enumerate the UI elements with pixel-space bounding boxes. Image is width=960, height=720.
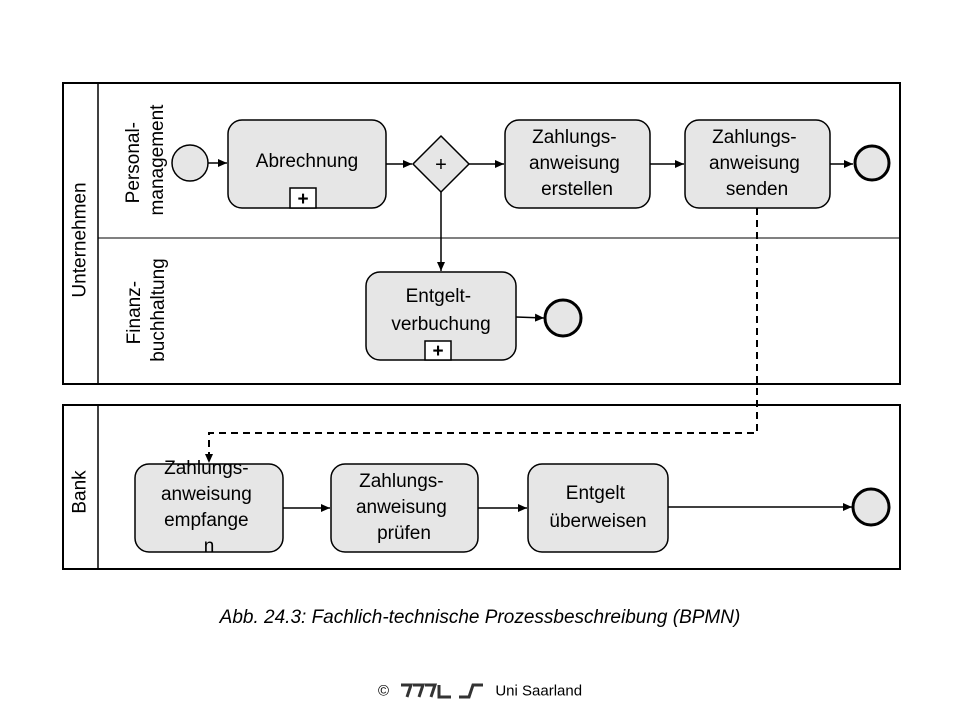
footer-org: Uni Saarland [495,682,583,700]
end-event-finance [543,298,583,338]
task-zahlungsanweisung-pruefen: Zahlungs- anweisung prüfen [330,463,479,553]
lane-label-finance-line1: Finanz- [124,281,145,344]
footer: © Uni Saarland [0,681,960,701]
iwi-logo-icon [401,683,484,699]
lane-label-personal: Personal- management [123,104,168,216]
task-empfangen-label: Zahlungs- anweisung empfange n [161,458,257,557]
task-entgeltverbuchung: Entgelt- verbuchung + [365,271,517,362]
copyright-symbol: © [377,682,389,700]
task-verbuchung-label: Entgelt- verbuchung [391,286,490,335]
end-event-bank [851,487,891,527]
task-zahlungsanweisung-empfangen: Zahlungs- anweisung empfange n [134,458,284,557]
subprocess-marker [289,187,317,209]
lane-label-personal-line2: management [147,104,168,216]
message-flow-senden-empfangen [205,208,758,463]
pool-label-unternehmen: Unternehmen [70,182,91,297]
task-senden-label: Zahlungs- anweisung senden [709,127,805,200]
lane-label-finance: Finanz- buchhaltung [124,258,169,362]
subprocess-marker-symbol: + [297,189,308,210]
pool-label-bank: Bank [70,470,91,514]
gateway-symbol: + [435,154,447,176]
lane-label-finance-line2: buchhaltung [148,258,169,362]
subprocess-marker [424,340,452,361]
task-entgelt-ueberweisen: Entgelt überweisen [527,463,669,553]
end-event-personal [853,144,891,182]
task-erstellen-label: Zahlungs- anweisung erstellen [529,127,625,200]
task-abrechnung-label: Abrechnung [256,151,358,172]
task-zahlungsanweisung-erstellen: Zahlungs- anweisung erstellen [504,119,651,209]
task-zahlungsanweisung-senden: Zahlungs- anweisung senden [684,119,831,209]
start-event [171,144,209,182]
sequence-flows [208,159,853,512]
task-ueberweisen-label: Entgelt überweisen [549,483,646,532]
flow-verbuchung-end [515,313,545,322]
lane-label-personal-line1: Personal- [123,122,144,203]
figure-caption: Abb. 24.3: Fachlich-technische Prozessbe… [219,607,741,628]
subprocess-marker-symbol: + [432,341,443,362]
task-abrechnung: Abrechnung + [227,119,387,210]
task-pruefen-label: Zahlungs- anweisung prüfen [356,471,452,544]
